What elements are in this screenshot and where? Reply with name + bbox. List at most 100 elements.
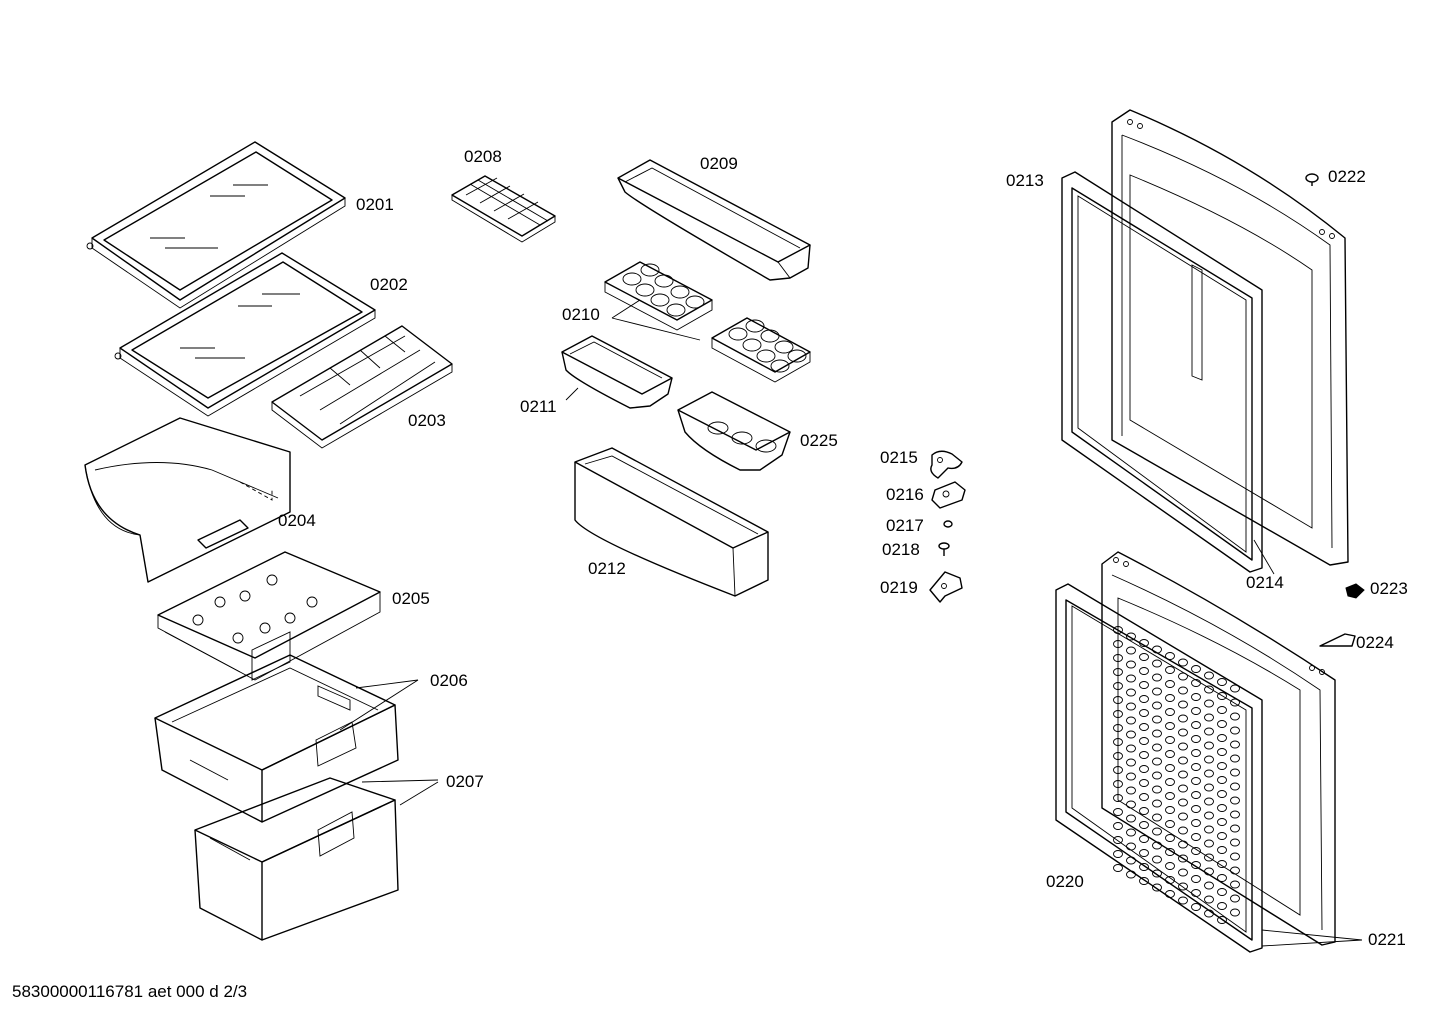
liner-dimple [1204,713,1214,722]
liner-dimple [1191,735,1201,743]
liner-dimple [1126,716,1136,725]
liner-dimple [1217,902,1227,910]
label-0224: 0224 [1356,633,1394,652]
liner-dimple [1165,764,1175,772]
label-0225: 0225 [800,431,838,450]
liner-dimple [1113,668,1123,676]
liner-dimple [1152,813,1162,822]
liner-dimple [1178,700,1188,709]
liner-dimple [1113,654,1123,662]
liner-dimple [1191,875,1201,883]
part-0209-door-bin [617,159,811,281]
liner-dimple [1165,792,1175,800]
liner-dimple [1139,807,1149,815]
liner-dimple [1178,882,1188,891]
liner-dimple [1152,701,1162,710]
liner-dimple [1165,708,1175,716]
liner-dimple [1230,768,1240,777]
liner-dimple [1165,694,1175,702]
liner-dimple [1191,791,1201,799]
part-0221-door-gasket [1055,583,1263,953]
liner-dimple [1126,660,1136,669]
liner-dimple [1217,762,1227,770]
label-0219: 0219 [880,578,918,597]
part-0220-lower-door [1101,551,1336,946]
liner-dimple [1126,688,1136,697]
liner-dimple [1165,806,1175,814]
liner-dimple [1204,797,1214,806]
liner-dimple [1191,777,1201,785]
part-0205-drawer-cover [157,551,381,681]
label-0211: 0211 [520,397,557,416]
liner-dimple [1217,804,1227,812]
liner-dimple [1217,846,1227,854]
label-0221: 0221 [1368,930,1406,949]
liner-dimple [1165,848,1175,856]
liner-dimple [1204,783,1214,792]
liner-dimple [1178,658,1188,667]
liner-dimple [1191,889,1201,897]
liner-dimple [1152,855,1162,864]
label-0222: 0222 [1328,167,1366,186]
liner-dimple [1204,755,1214,764]
liner-dimple [1217,706,1227,714]
liner-dimple [1217,790,1227,798]
label-0215: 0215 [880,448,918,467]
liner-dimple [1230,712,1240,721]
liner-dimple [1191,805,1201,813]
liner-dimple [1230,684,1240,693]
liner-dimple [1152,743,1162,752]
liner-dimple [1113,752,1123,760]
label-0217: 0217 [886,516,924,535]
liner-dimple [1113,836,1123,844]
liner-dimple [1113,864,1123,872]
liner-dimple [1204,811,1214,820]
label-0206: 0206 [430,671,468,690]
part-0220-door-liner-pattern [1113,626,1240,924]
liner-dimple [1113,794,1123,802]
liner-dimple [1152,715,1162,724]
liner-dimple [1178,798,1188,807]
liner-dimple [1204,671,1214,680]
liner-dimple [1165,722,1175,730]
liner-dimple [1165,736,1175,744]
liner-dimple [1178,854,1188,863]
liner-dimple [1230,782,1240,791]
liner-dimple [1230,740,1240,749]
liner-dimple [1217,678,1227,686]
liner-dimple [1217,916,1227,924]
leader-0210-b [611,317,701,341]
liner-dimple [1230,838,1240,847]
liner-dimple [1126,702,1136,711]
part-0208-ice-tray [451,175,556,243]
liner-dimple [1126,674,1136,683]
leader-0221-a [1261,929,1363,941]
liner-dimple [1204,895,1214,904]
liner-dimple [1178,714,1188,723]
liner-dimple [1113,850,1123,858]
liner-dimple [1139,793,1149,801]
liner-dimple [1191,665,1201,673]
liner-dimple [1178,812,1188,821]
liner-dimple [1191,903,1201,911]
part-0216-hinge-plate [931,481,966,509]
liner-dimple [1152,799,1162,808]
liner-dimple [1113,822,1123,830]
liner-dimple [1178,756,1188,765]
label-0204: 0204 [278,511,316,530]
liner-dimple [1165,778,1175,786]
part-0217-nut [943,520,953,528]
liner-dimple [1204,867,1214,876]
liner-dimple [1204,699,1214,708]
liner-dimple [1152,729,1162,738]
liner-dimple [1230,866,1240,875]
leader-0214 [1253,539,1275,575]
liner-dimple [1230,754,1240,763]
label-0214: 0214 [1246,573,1284,592]
liner-dimple [1126,800,1136,809]
liner-dimple [1178,770,1188,779]
liner-dimple [1191,763,1201,771]
liner-dimple [1204,825,1214,834]
liner-dimple [1152,883,1162,892]
